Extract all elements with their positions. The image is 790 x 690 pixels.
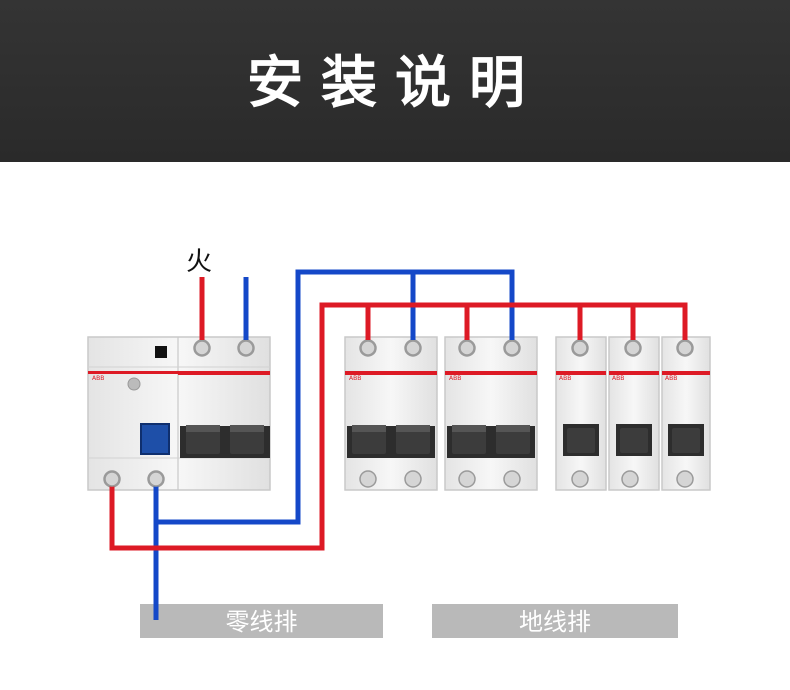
ground-bar-label: 地线排 <box>519 608 591 636</box>
brand-label: ABB <box>665 375 677 382</box>
breaker-toggle <box>672 428 700 453</box>
neutral-wires <box>153 269 515 620</box>
brand-label: ABB <box>92 375 104 382</box>
two-pole-breaker-1: ABB <box>344 336 438 491</box>
neutral-distribution-wire <box>156 269 515 525</box>
wiring-diagram-svg: ABB ABB ABB <box>87 247 711 638</box>
live-wires <box>109 277 688 551</box>
breaker-toggle <box>496 428 530 454</box>
header-banner: 安装说明 <box>0 0 790 162</box>
rcd-trip-dial <box>127 377 141 391</box>
brand-label: ABB <box>349 375 361 382</box>
two-pole-breaker-2: ABB <box>444 336 538 491</box>
brand-label: ABB <box>449 375 461 382</box>
breaker-toggle <box>567 428 595 453</box>
rcd-indicator <box>155 346 167 358</box>
breaker-toggle <box>620 428 648 453</box>
neutral-bar <box>140 604 383 638</box>
brand-label: ABB <box>559 375 571 382</box>
rcd-toggle-2 <box>230 428 264 454</box>
live-distribution-wire <box>109 302 688 551</box>
single-pole-breaker-2: ABB <box>608 336 660 491</box>
top-terminal-caps <box>104 340 693 487</box>
single-pole-breaker-1: ABB <box>555 336 607 491</box>
live-label: 火 <box>186 247 212 277</box>
rcd-toggle-1 <box>186 428 220 454</box>
breaker-toggle <box>352 428 386 454</box>
single-pole-breaker-3: ABB <box>661 336 711 491</box>
breaker-toggle <box>396 428 430 454</box>
test-button <box>140 423 170 455</box>
ground-bar <box>432 604 678 638</box>
rcd-breaker: ABB <box>87 336 271 491</box>
rcd-red-stripe <box>178 371 270 375</box>
breaker-toggle <box>452 428 486 454</box>
page-title: 安装说明 <box>247 51 543 116</box>
wiring-diagram: ABB ABB ABB <box>0 162 790 686</box>
rcd-body <box>87 336 271 491</box>
neutral-bar-label: 零线排 <box>226 608 298 636</box>
brand-label: ABB <box>612 375 624 382</box>
